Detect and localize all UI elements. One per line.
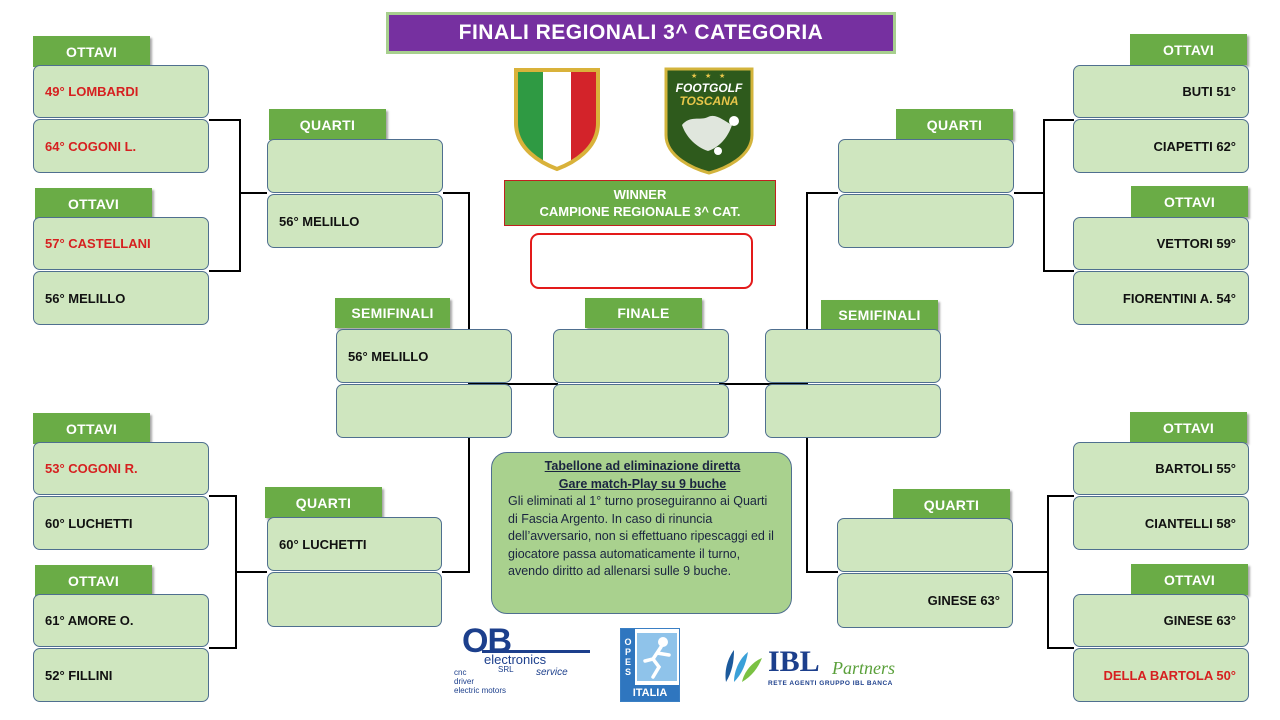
finale-slot-1: [553, 329, 729, 383]
right-quarti-slot-4: GINESE 63°: [837, 573, 1013, 628]
quarti-label: QUARTI: [269, 109, 386, 140]
connector-line: [1013, 571, 1049, 573]
connector-line: [719, 383, 808, 385]
ob-logo-srl: SRL: [498, 665, 514, 674]
winner-line1: WINNER: [613, 187, 667, 202]
connector-line: [1047, 495, 1074, 497]
ob-item: driver: [454, 677, 475, 686]
finale-label: FINALE: [585, 298, 702, 328]
ibl-partners-logo: IBL Partners RETE AGENTI GRUPPO IBL BANC…: [722, 646, 912, 692]
semifinali-label: SEMIFINALI: [821, 300, 938, 330]
finale-slot-2: [553, 384, 729, 438]
right-quarti-slot-1: [838, 139, 1014, 193]
connector-line: [443, 192, 469, 194]
connector-line: [239, 119, 241, 272]
right-ottavi-player-7: GINESE 63°: [1073, 594, 1249, 647]
ob-logo-service: service: [536, 667, 568, 678]
left-ottavi-player-4: 56° MELILLO: [33, 271, 209, 325]
right-ottavi-player-8: DELLA BARTOLA 50°: [1073, 648, 1249, 702]
ottavi-label: OTTAVI: [33, 36, 150, 67]
right-ottavi-player-5: BARTOLI 55°: [1073, 442, 1249, 495]
ottavi-label: OTTAVI: [35, 188, 152, 219]
ottavi-label: OTTAVI: [33, 413, 150, 444]
left-quarti-slot-3: 60° LUCHETTI: [267, 517, 442, 571]
opes-italia-logo: OPES ITALIA: [620, 628, 680, 702]
connector-line: [235, 571, 267, 573]
left-ottavi-player-7: 61° AMORE O.: [33, 594, 209, 647]
right-ottavi-player-3: VETTORI 59°: [1073, 217, 1249, 270]
connector-line: [1043, 270, 1074, 272]
opes-bottom-text: ITALIA: [621, 685, 679, 701]
right-ottavi-player-6: CIANTELLI 58°: [1073, 496, 1249, 550]
left-quarti-slot-1: [267, 139, 443, 193]
connector-line: [442, 571, 470, 573]
opes-vertical-text: OPES: [621, 629, 635, 685]
quarti-label: QUARTI: [265, 487, 382, 518]
footgolf-line1: FOOTGOLF: [676, 81, 743, 95]
svg-text:★: ★: [691, 72, 697, 80]
svg-text:★: ★: [705, 72, 711, 80]
runner-icon: [637, 633, 677, 681]
winner-slot: [530, 233, 753, 289]
ob-electronics-logo: OB electronics SRL service cnc driver el…: [450, 624, 590, 696]
right-ottavi-player-1: BUTI 51°: [1073, 65, 1249, 118]
rules-info-box: Tabellone ad eliminazione diretta Gare m…: [491, 452, 792, 614]
ottavi-label: OTTAVI: [1131, 564, 1248, 595]
quarti-label: QUARTI: [896, 109, 1013, 140]
right-quarti-slot-2: [838, 194, 1014, 248]
right-ottavi-player-2: CIAPETTI 62°: [1073, 119, 1249, 173]
connector-line: [1047, 647, 1074, 649]
connector-line: [1043, 119, 1045, 272]
connector-line: [468, 383, 558, 385]
left-ottavi-player-2: 64° COGONI L.: [33, 119, 209, 173]
rules-body: Gli eliminati al 1° turno proseguiranno …: [508, 494, 774, 578]
ottavi-label: OTTAVI: [1130, 34, 1247, 65]
connector-line: [806, 192, 838, 194]
ob-logo-items: cnc driver electric motors: [454, 668, 506, 695]
ob-logo-rule: [482, 650, 590, 653]
quarti-label: QUARTI: [893, 489, 1010, 520]
ibl-leaf-icon: [725, 650, 762, 682]
connector-line: [1014, 192, 1045, 194]
winner-label: WINNER CAMPIONE REGIONALE 3^ CAT.: [504, 180, 776, 226]
connector-line: [1043, 119, 1074, 121]
ob-item: cnc: [454, 668, 467, 677]
ibl-name: IBL: [768, 645, 820, 678]
rules-heading-2: Gare match-Play su 9 buche: [558, 476, 727, 491]
svg-text:★: ★: [719, 72, 725, 80]
left-semifinale-slot-1: 56° MELILLO: [336, 329, 512, 383]
ibl-subtitle: RETE AGENTI GRUPPO IBL BANCA: [768, 680, 893, 687]
right-semifinale-slot-1: [765, 329, 941, 383]
ob-item: electric motors: [454, 686, 507, 695]
footgolf-line2: TOSCANA: [679, 94, 738, 108]
ottavi-label: OTTAVI: [35, 565, 152, 596]
connector-line: [239, 192, 267, 194]
connector-line: [209, 119, 241, 121]
ob-logo-word: electronics: [484, 652, 547, 667]
right-quarti-slot-3: [837, 518, 1013, 572]
right-semifinale-slot-2: [765, 384, 941, 438]
left-semifinale-slot-2: [336, 384, 512, 438]
rules-heading-1: Tabellone ad eliminazione diretta: [544, 459, 741, 473]
italy-shield-logo: [511, 65, 603, 173]
semifinali-label: SEMIFINALI: [335, 298, 450, 328]
page-title: FINALI REGIONALI 3^ CATEGORIA: [386, 12, 896, 54]
left-ottavi-player-3: 57° CASTELLANI: [33, 217, 209, 270]
left-ottavi-player-1: 49° LOMBARDI: [33, 65, 209, 118]
connector-line: [209, 270, 241, 272]
ibl-partners-word: Partners: [832, 658, 895, 678]
left-ottavi-player-5: 53° COGONI R.: [33, 442, 209, 495]
left-ottavi-player-6: 60° LUCHETTI: [33, 496, 209, 550]
ottavi-label: OTTAVI: [1130, 412, 1247, 443]
winner-line2: CAMPIONE REGIONALE 3^ CAT.: [539, 204, 741, 219]
footgolf-toscana-logo: ★ ★ ★ FOOTGOLF TOSCANA: [660, 65, 758, 175]
connector-line: [806, 571, 838, 573]
left-quarti-slot-2: 56° MELILLO: [267, 194, 443, 248]
right-ottavi-player-4: FIORENTINI A. 54°: [1073, 271, 1249, 325]
connector-line: [209, 647, 237, 649]
left-quarti-slot-4: [267, 572, 442, 627]
left-ottavi-player-8: 52° FILLINI: [33, 648, 209, 702]
connector-line: [209, 495, 237, 497]
ottavi-label: OTTAVI: [1131, 186, 1248, 217]
